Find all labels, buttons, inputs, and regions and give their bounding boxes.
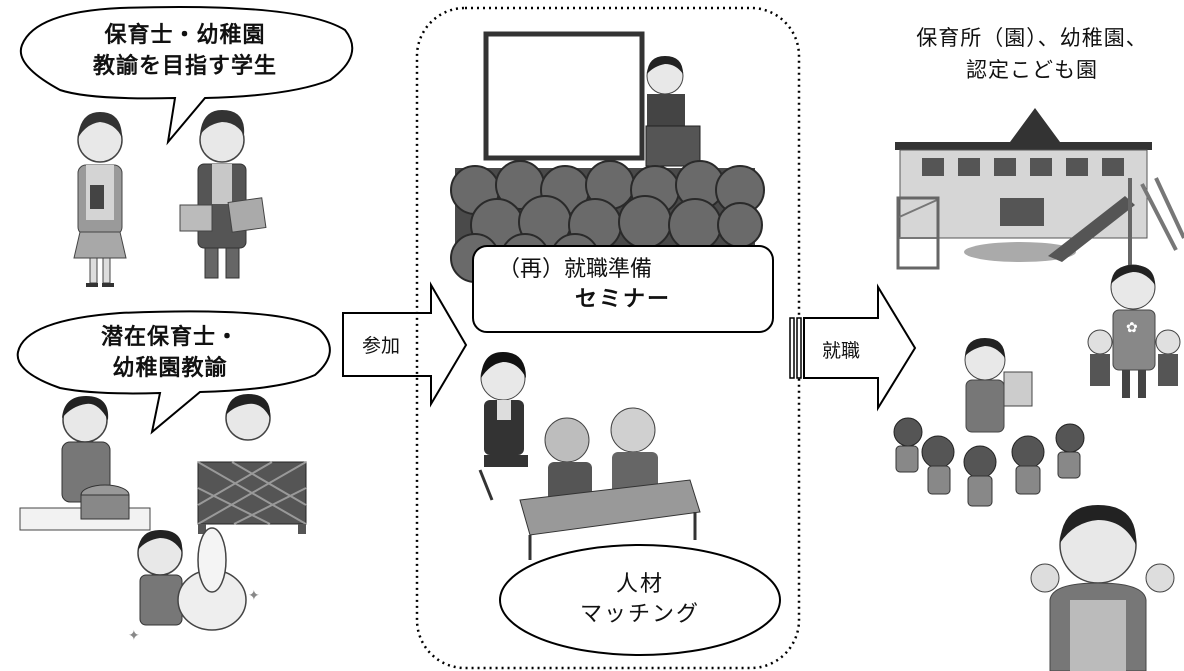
destination-title: 保育所（園）、幼稚園、 認定こども園 bbox=[880, 22, 1184, 86]
students-bubble-text: 保育士・幼稚園 教諭を目指す学生 bbox=[40, 20, 330, 82]
seminar-box-line2: セミナー bbox=[574, 287, 671, 312]
student-girl-illustration bbox=[73, 112, 127, 287]
seminar-lecture-illustration bbox=[450, 31, 765, 283]
svg-text:✦: ✦ bbox=[128, 628, 140, 644]
puppet-teacher-illustration bbox=[1030, 505, 1175, 671]
kindergarten-building-illustration bbox=[895, 108, 1184, 270]
latent-speech-bubble bbox=[16, 310, 331, 435]
seminar-box-text: （再）就職準備 セミナー bbox=[478, 255, 768, 315]
matching-ellipse-line2: マッチング bbox=[579, 602, 700, 627]
latent-bubble-line1: 潜在保育士・ bbox=[100, 325, 239, 350]
job-interview-illustration bbox=[478, 352, 701, 560]
employment-arrow bbox=[789, 283, 917, 412]
students-bubble-line1: 保育士・幼稚園 bbox=[104, 23, 266, 48]
seminar-box-line1: （再）就職準備 bbox=[498, 257, 653, 282]
employment-arrow-label: 就職 bbox=[822, 340, 861, 362]
svg-text:✿: ✿ bbox=[1126, 320, 1138, 336]
sewing-mother-illustration bbox=[197, 394, 307, 534]
join-arrow-label: 参加 bbox=[362, 335, 401, 357]
matching-ellipse-line1: 人材 bbox=[615, 572, 664, 597]
students-speech-bubble bbox=[19, 5, 354, 146]
seminar-box bbox=[472, 245, 774, 333]
join-arrow bbox=[342, 281, 468, 408]
student-boy-illustration bbox=[179, 110, 267, 279]
matching-ellipse-text: 人材 マッチング bbox=[520, 570, 760, 630]
storytelling-teacher-illustration bbox=[893, 338, 1085, 507]
students-bubble-line2: 教諭を目指す学生 bbox=[92, 54, 277, 79]
latent-bubble-line2: 幼稚園教諭 bbox=[112, 356, 228, 381]
teacher-with-children-illustration: ✿ bbox=[1087, 264, 1181, 398]
cleaning-worker-illustration: ✦ ✦ bbox=[128, 527, 260, 644]
latent-bubble-text: 潜在保育士・ 幼稚園教諭 bbox=[30, 322, 310, 384]
destination-title-line2: 認定こども園 bbox=[966, 58, 1098, 82]
svg-text:✦: ✦ bbox=[248, 588, 260, 604]
destination-title-line1: 保育所（園）、幼稚園、 bbox=[916, 26, 1148, 50]
cooking-mother-illustration bbox=[19, 396, 151, 531]
matching-ellipse bbox=[499, 544, 781, 656]
